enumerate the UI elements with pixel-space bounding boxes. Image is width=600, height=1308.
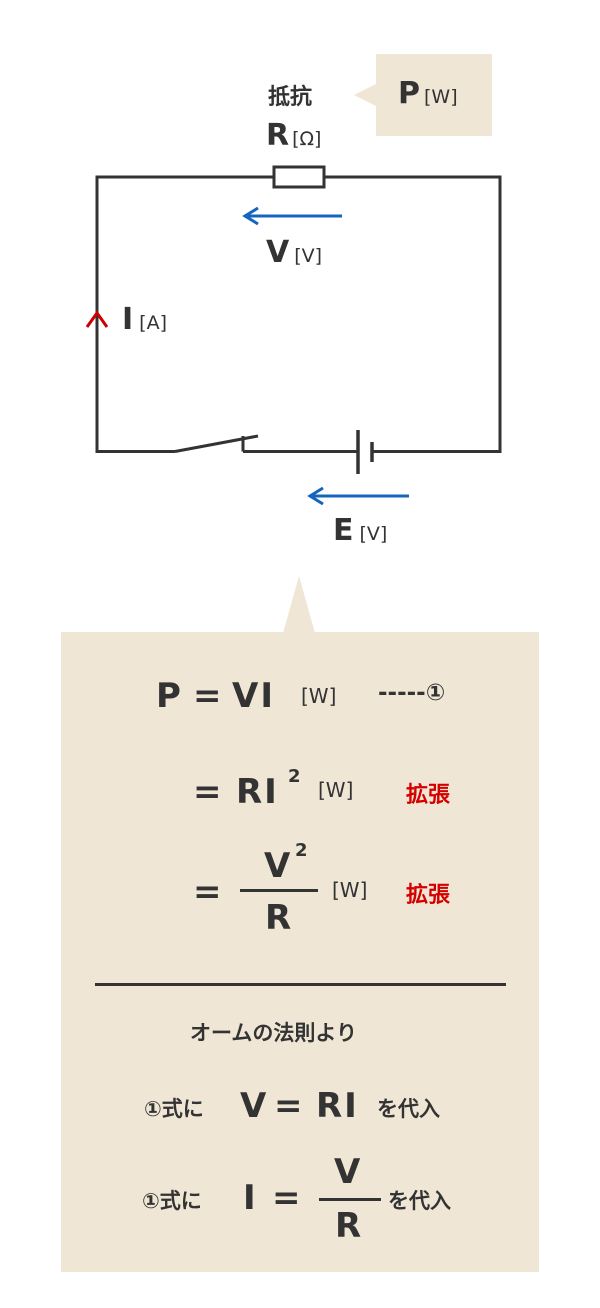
sub-2-suffix: を代入 <box>388 1189 451 1213</box>
formula-2-equals: = <box>193 772 222 812</box>
formula-2-tag: 拡張 <box>406 783 451 808</box>
sub-1-suffix: を代入 <box>377 1097 440 1121</box>
current-unit: [A] <box>139 312 167 334</box>
emf-symbol: E <box>333 513 354 548</box>
emf-arrow-head <box>307 486 324 506</box>
formula-1-ref: -----① <box>378 680 446 706</box>
panel-pointer <box>283 576 315 633</box>
sub-1-rhs: RI <box>316 1086 359 1126</box>
current-label: I[A] <box>122 302 167 337</box>
power-unit: [W] <box>424 86 458 108</box>
sub-1-lhs: V <box>240 1086 267 1126</box>
formula-3-fraction-bar <box>240 889 318 892</box>
sub-2-numerator: V <box>334 1152 361 1192</box>
resistor-label: 抵抗 <box>268 85 313 110</box>
panel-divider <box>95 983 506 986</box>
sub-2-lhs: I <box>243 1178 256 1218</box>
current-arrow-head <box>85 310 109 328</box>
formula-3-equals: = <box>193 872 222 912</box>
resistance-label: R[Ω] <box>266 118 321 153</box>
formula-2-unit: [W] <box>318 778 354 802</box>
sub-2-equals: = <box>272 1178 301 1218</box>
formula-1-rhs: VI <box>232 676 275 716</box>
power-note-pointer <box>354 84 376 106</box>
formula-3-denominator: R <box>265 898 292 938</box>
voltage-label: V[V] <box>266 235 322 270</box>
emf-label: E[V] <box>333 513 387 548</box>
ohm-law-heading: オームの法則より <box>190 1021 357 1045</box>
voltage-arrow-head <box>242 206 259 226</box>
power-symbol: P <box>398 76 420 111</box>
voltage-symbol: V <box>266 235 290 270</box>
power-note: P[W] <box>376 54 492 136</box>
formula-3-exponent: 2 <box>295 840 308 861</box>
resistance-symbol: R <box>266 118 290 153</box>
voltage-unit: [V] <box>294 245 323 267</box>
formula-2-rhs: RI <box>236 772 279 812</box>
current-symbol: I <box>122 302 134 337</box>
formula-1-unit: [W] <box>301 684 337 708</box>
sub-2-fraction-bar <box>319 1198 381 1201</box>
formula-1-lhs: P <box>156 676 181 716</box>
sub-2-prefix: ①式に <box>142 1189 202 1213</box>
circuit-diagram <box>85 165 502 506</box>
switch-lever <box>174 434 259 453</box>
sub-2-denominator: R <box>335 1206 362 1246</box>
formula-3-unit: [W] <box>332 878 368 902</box>
formula-panel <box>61 632 539 1272</box>
resistor-symbol <box>272 165 326 189</box>
sub-1-prefix: ①式に <box>144 1097 204 1121</box>
formula-1-equals: = <box>193 676 222 716</box>
formula-2-exponent: 2 <box>288 766 301 787</box>
sub-1-equals: = <box>274 1086 303 1126</box>
resistance-unit: [Ω] <box>292 128 322 150</box>
formula-3-numerator: V <box>264 846 291 886</box>
emf-unit: [V] <box>359 523 388 545</box>
formula-3-tag: 拡張 <box>406 883 451 908</box>
